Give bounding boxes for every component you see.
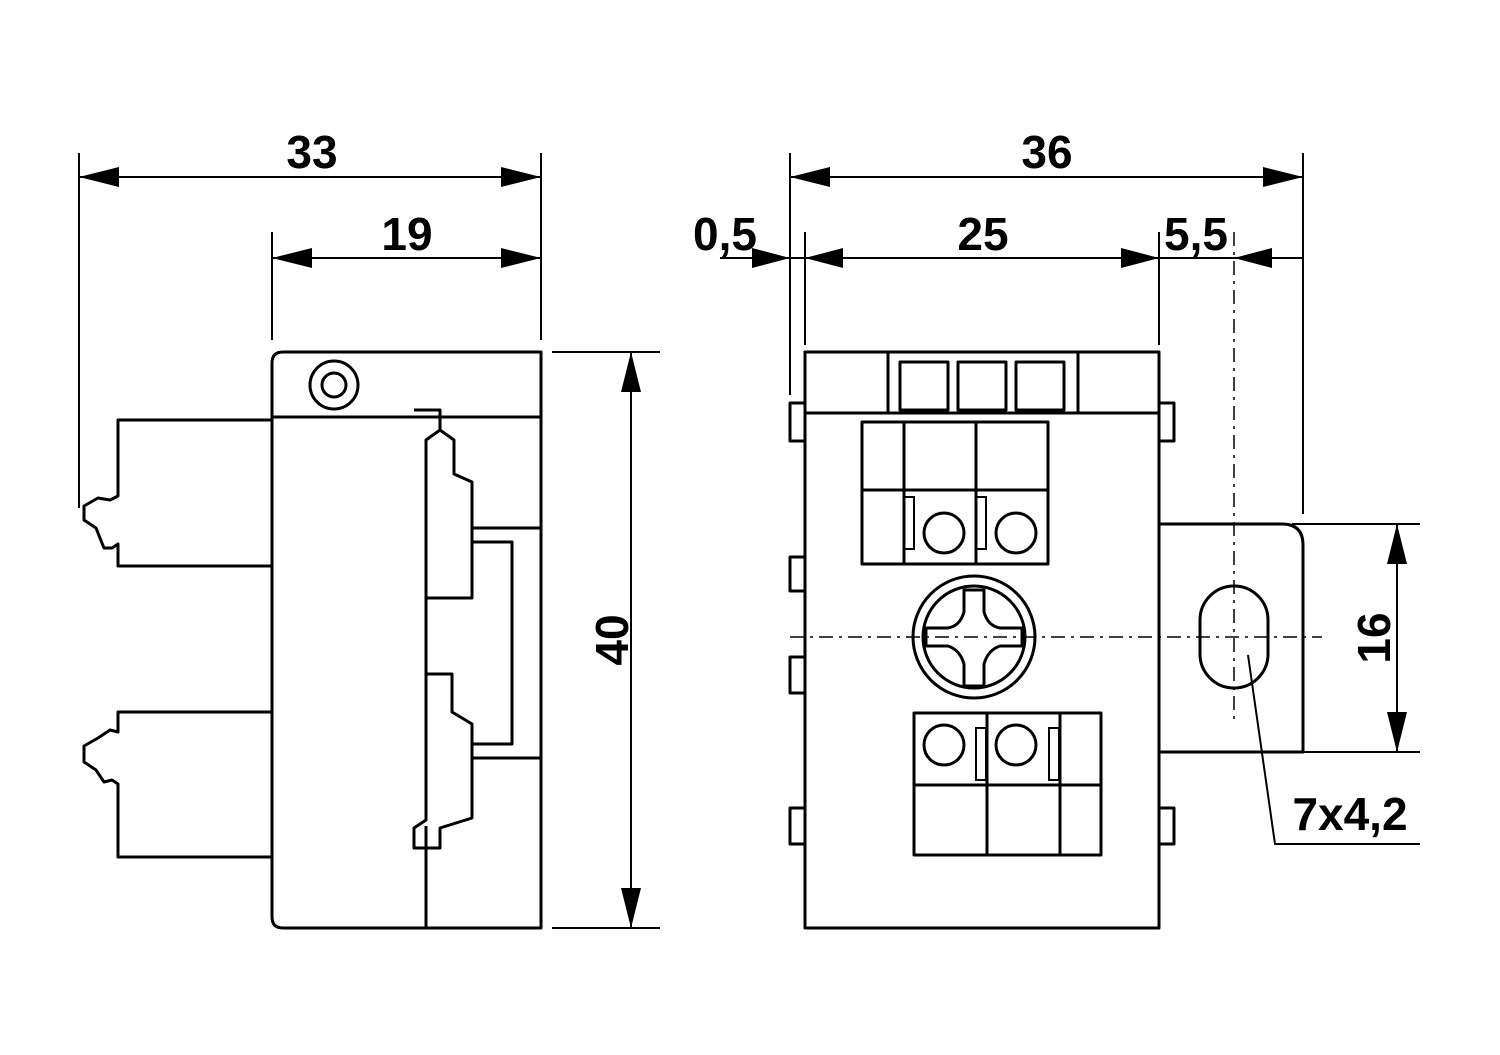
dim-33-label: 33: [286, 126, 337, 178]
front-rib-left-3: [788, 655, 807, 695]
dim-16-arrow-bottom: [1387, 712, 1407, 752]
front-screw-lower-2: [994, 723, 1038, 767]
front-rib-left-4: [788, 806, 807, 846]
front-label-cell-2: [956, 360, 1008, 412]
front-terminal-upper: [860, 420, 1050, 566]
dim-25-label: 25: [957, 208, 1008, 260]
dim-40-arrow-bottom: [621, 888, 641, 928]
side-mounting-hole: [320, 371, 348, 399]
front-housing-outline: [803, 350, 1161, 930]
dim-16-arrow-top: [1387, 524, 1407, 564]
front-rib-left-2: [788, 555, 807, 593]
front-release-lower-1: [975, 727, 987, 781]
dim-55-label: 5,5: [1164, 208, 1228, 260]
front-release-lower-2: [1048, 727, 1060, 781]
front-mounting-flange: [1159, 522, 1305, 754]
dim-05-arrow: [752, 248, 790, 268]
dim-slot-leader: [1247, 654, 1420, 845]
front-rib-left-1: [788, 401, 807, 443]
dim-19-arrow-right: [501, 248, 541, 268]
side-mounting-eye: [308, 359, 360, 411]
dim-55-arrow: [1234, 248, 1272, 268]
dim-25-arrow-right: [1121, 248, 1159, 268]
front-screw-upper-2: [994, 511, 1038, 555]
side-housing-outline: [270, 350, 543, 930]
dim-40-arrow-top: [621, 352, 641, 392]
dim-36-arrow-left: [790, 167, 830, 187]
front-rib-right-2: [1157, 806, 1176, 846]
front-label-cell-3: [1014, 360, 1066, 412]
side-view: 33 19 40: [78, 126, 660, 930]
dim-19-arrow-left: [272, 248, 312, 268]
side-plug-top: [82, 418, 272, 568]
side-din-clip: [414, 408, 474, 600]
dim-05-label: 0,5: [693, 208, 757, 260]
dim-36-arrow-right: [1263, 167, 1303, 187]
dim-slot-label: 7x4,2: [1292, 788, 1407, 840]
front-label-strip: [886, 350, 1080, 415]
dim-36-label: 36: [1021, 126, 1072, 178]
side-din-clip-lower: [412, 672, 474, 850]
side-rail-slot: [472, 526, 541, 760]
front-release-upper-2: [975, 496, 987, 550]
dim-33-arrow-right: [501, 167, 541, 187]
side-plug-bottom: [82, 710, 272, 859]
dim-16-label: 16: [1348, 612, 1400, 663]
front-view: 36 0,5 25 5,5 16 7x4,2: [693, 126, 1420, 930]
dim-40-label: 40: [586, 614, 638, 665]
front-rotary-cross: [924, 588, 1024, 688]
dim-25-arrow-left: [805, 248, 843, 268]
front-rib-right-1: [1157, 401, 1176, 443]
front-label-cell-1: [898, 360, 950, 412]
front-screw-upper-1: [922, 511, 966, 555]
dim-33-arrow-left: [79, 167, 119, 187]
front-screw-lower-1: [922, 723, 966, 767]
front-release-upper-1: [903, 496, 915, 550]
dim-19-label: 19: [381, 208, 432, 260]
